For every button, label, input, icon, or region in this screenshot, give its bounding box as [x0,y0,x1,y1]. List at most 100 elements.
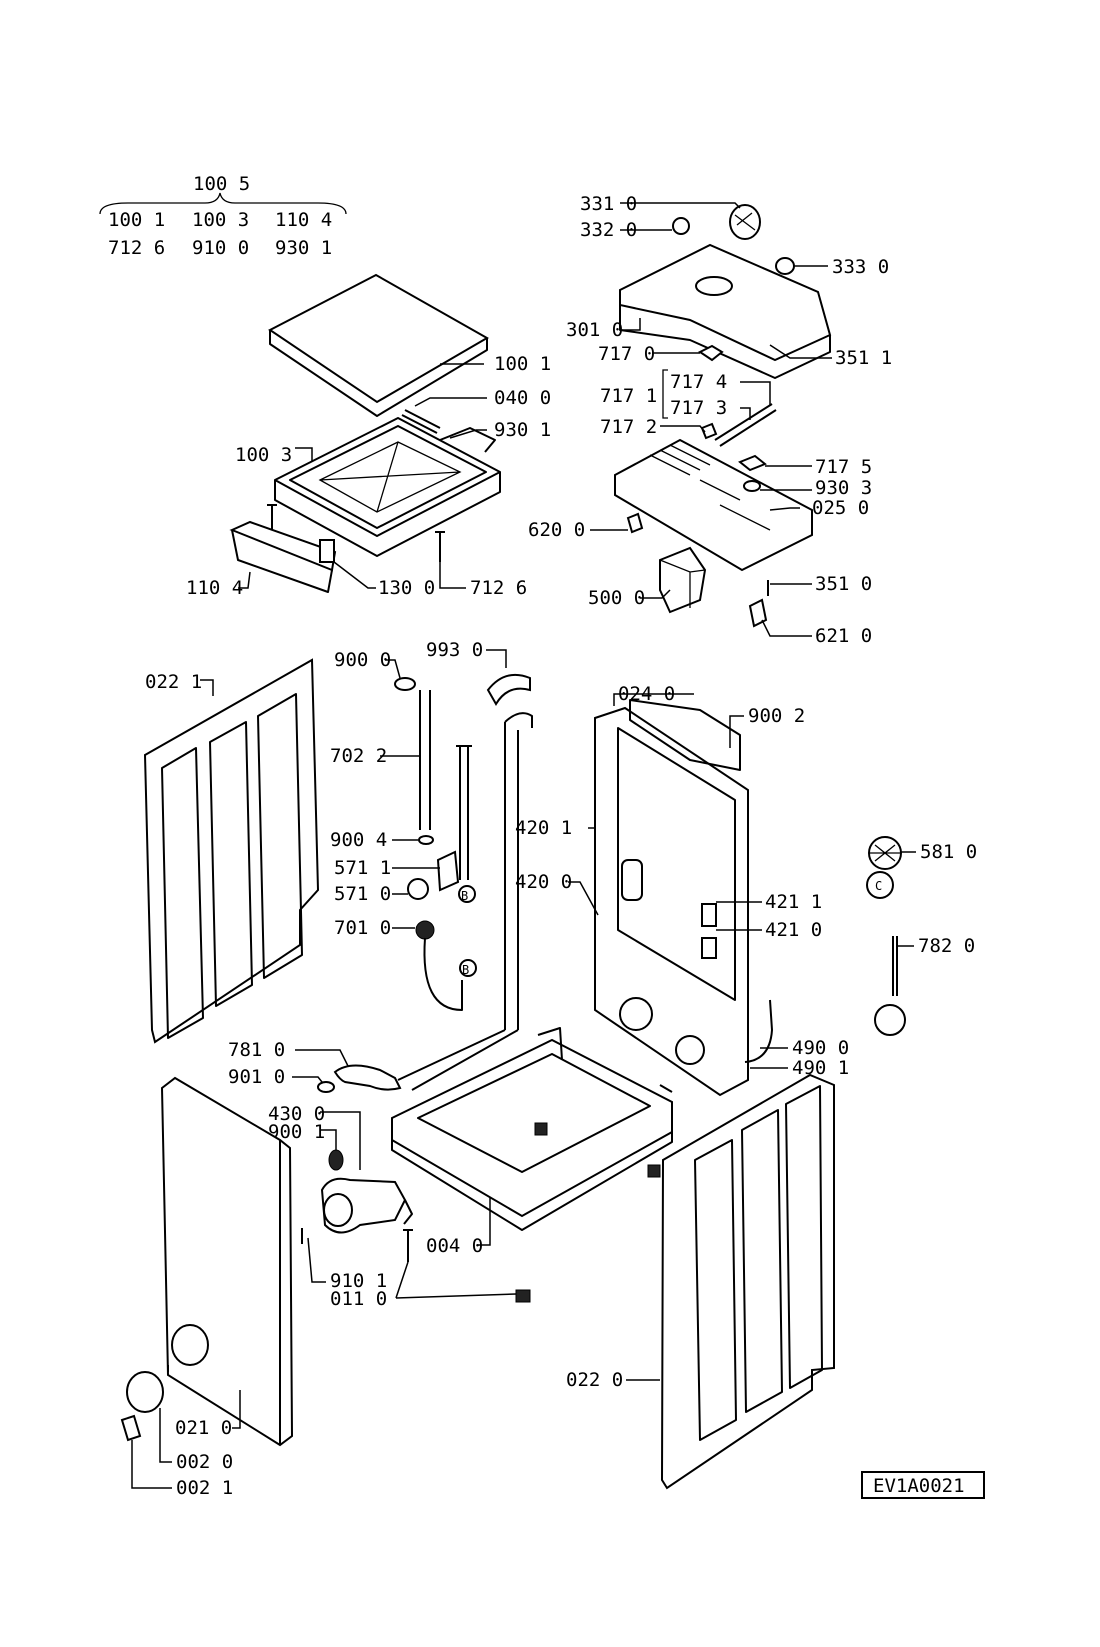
label-571-1: 571 1 [334,857,391,879]
latch-002-1 [120,1414,142,1442]
label-900-2: 900 2 [748,705,805,727]
label-702-2: 702 2 [330,745,387,767]
label-717-3: 717 3 [670,397,727,419]
part-621-0 [748,598,768,628]
label-421-0: 421 0 [765,919,822,941]
label-717-5: 717 5 [815,456,872,478]
hose-781-0 [333,1064,402,1091]
label-420-1: 420 1 [515,817,572,839]
drain-pump-assembly: 781 0 901 0 430 0 900 1 910 1 011 0 [228,1039,531,1310]
label-420-0: 420 0 [515,871,572,893]
part-717-5 [738,454,767,472]
part-421-1 [701,903,717,927]
marker-b-lower [459,959,477,977]
cabinet-back-024-0: 024 0 900 2 420 0 421 1 421 0 490 0 490 … [515,683,849,1097]
group-100-5-header: 100 5 100 1 100 3 110 4 712 6 910 0 930 … [99,173,347,259]
label-900-1: 900 1 [268,1121,325,1143]
console-housing [619,243,832,362]
label-024-0: 024 0 [618,683,675,705]
drawing-code-box: EV1A0021 [861,1471,985,1499]
label-620-0: 620 0 [528,519,585,541]
label-430-0: 430 0 [268,1103,325,1125]
label-490-0: 490 0 [792,1037,849,1059]
front-panel-021-0: 021 0 002 0 002 1 [120,1076,294,1499]
label-930-1: 930 1 [494,419,551,441]
part-930-1 [439,427,496,453]
screw-011-0-left [403,1229,413,1262]
label-002-0: 002 0 [176,1451,233,1473]
part-333-0 [775,257,795,275]
water-hoses: 900 0 702 2 900 4 571 1 571 0 B 701 0 B … [330,639,601,1091]
screw-011-0-right [515,1289,531,1303]
label-910-1: 910 1 [330,1270,387,1292]
valve-571-0 [407,878,429,900]
hose-702-2 [419,690,431,830]
label-900-0: 900 0 [334,649,391,671]
label-100-3-ref: 100 3 [192,209,249,231]
label-421-1: 421 1 [765,891,822,913]
hose-bend-993-0 [486,674,531,706]
marker-c-782 [874,1004,906,1036]
label-701-0: 701 0 [334,917,391,939]
label-301-0: 301 0 [566,319,623,341]
svg-text:B: B [462,963,469,977]
label-900-4: 900 4 [330,829,387,851]
hose-701-0 [423,937,463,1011]
label-717-0: 717 0 [598,343,655,365]
control-console-assembly: 331 0 332 0 333 0 301 0 351 1 717 0 717 … [528,193,892,647]
header-brace [99,192,347,215]
side-panel-022-1: 022 1 [143,658,320,1044]
marker-b-upper [458,885,476,903]
label-100-1-ref: 100 1 [108,209,165,231]
label-130-0: 130 0 [378,577,435,599]
svg-text:C: C [875,879,882,893]
label-100-5: 100 5 [193,173,250,195]
label-993-0: 993 0 [426,639,483,661]
label-110-4-ref: 110 4 [275,209,332,231]
hose-clamp-701-0 [415,920,435,940]
cover-002-0 [126,1371,164,1413]
label-581-0: 581 0 [920,841,977,863]
label-712-6: 712 6 [470,577,527,599]
label-011-0: 011 0 [330,1288,387,1310]
svg-text:B: B [461,889,468,903]
part-040-0 [401,409,441,434]
drain-pump-430-0 [320,1177,407,1234]
part-930-3 [743,480,761,492]
label-100-3: 100 3 [235,444,292,466]
label-022-1: 022 1 [145,671,202,693]
top-lid-part [268,273,490,404]
label-781-0: 781 0 [228,1039,285,1061]
label-930-1-ref: 930 1 [275,237,332,259]
fill-hose-tube [456,745,472,880]
control-board-025-0 [614,438,813,572]
part-901-0 [317,1081,335,1093]
part-712-6-screw [435,531,445,562]
part-717-3-rail [714,403,777,447]
top-lid-assembly: 100 1 100 3 040 0 930 1 110 4 130 0 712 … [186,273,551,599]
label-100-1: 100 1 [494,353,551,375]
drawing-code: EV1A0021 [873,1475,965,1497]
label-332-0: 332 0 [580,219,637,241]
side-panel-022-0: 022 0 [566,1073,835,1490]
part-332-0 [672,217,690,235]
detail-parts-right: 581 0 C 782 0 [866,836,977,1036]
label-717-2: 717 2 [600,416,657,438]
base-frame-004-0: 004 0 [391,1027,673,1257]
label-621-0: 621 0 [815,625,872,647]
part-782-0 [892,936,898,996]
part-421-0 [701,937,717,959]
label-712-6-ref: 712 6 [108,237,165,259]
drain-hose-420-1 [504,712,533,1030]
label-571-0: 571 0 [334,883,391,905]
label-331-0: 331 0 [580,193,637,215]
label-040-0: 040 0 [494,387,551,409]
label-490-1: 490 1 [792,1057,849,1079]
part-500-0 [659,546,707,614]
label-004-0: 004 0 [426,1235,483,1257]
label-110-4: 110 4 [186,577,243,599]
label-930-3: 930 3 [815,477,872,499]
label-351-1: 351 1 [835,347,892,369]
capacitor-420-0 [621,859,643,901]
label-025-0: 025 0 [812,497,869,519]
